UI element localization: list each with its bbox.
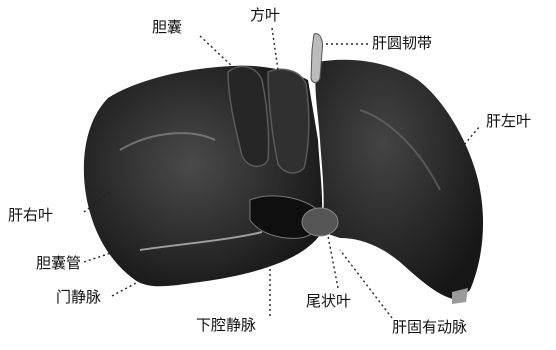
leader-quadrate-lobe xyxy=(272,28,278,70)
caudate-lobe-shape xyxy=(302,208,338,236)
leader-caudate-lobe xyxy=(328,236,338,288)
label-portal-vein: 门静脉 xyxy=(56,290,101,305)
label-round-ligament: 肝圆韧带 xyxy=(372,36,432,51)
label-quadrate-lobe: 方叶 xyxy=(250,8,280,23)
label-right-lobe: 肝右叶 xyxy=(8,208,53,223)
label-cystic-duct: 胆囊管 xyxy=(36,256,81,271)
label-ivc: 下腔静脉 xyxy=(196,318,256,333)
leader-gallbladder xyxy=(200,36,234,68)
left-lobe-shape xyxy=(315,60,483,300)
label-left-lobe: 肝左叶 xyxy=(486,114,531,129)
label-hepatic-artery: 肝固有动脉 xyxy=(392,320,467,335)
label-gallbladder: 胆囊 xyxy=(152,20,182,35)
label-caudate-lobe: 尾状叶 xyxy=(306,294,351,309)
